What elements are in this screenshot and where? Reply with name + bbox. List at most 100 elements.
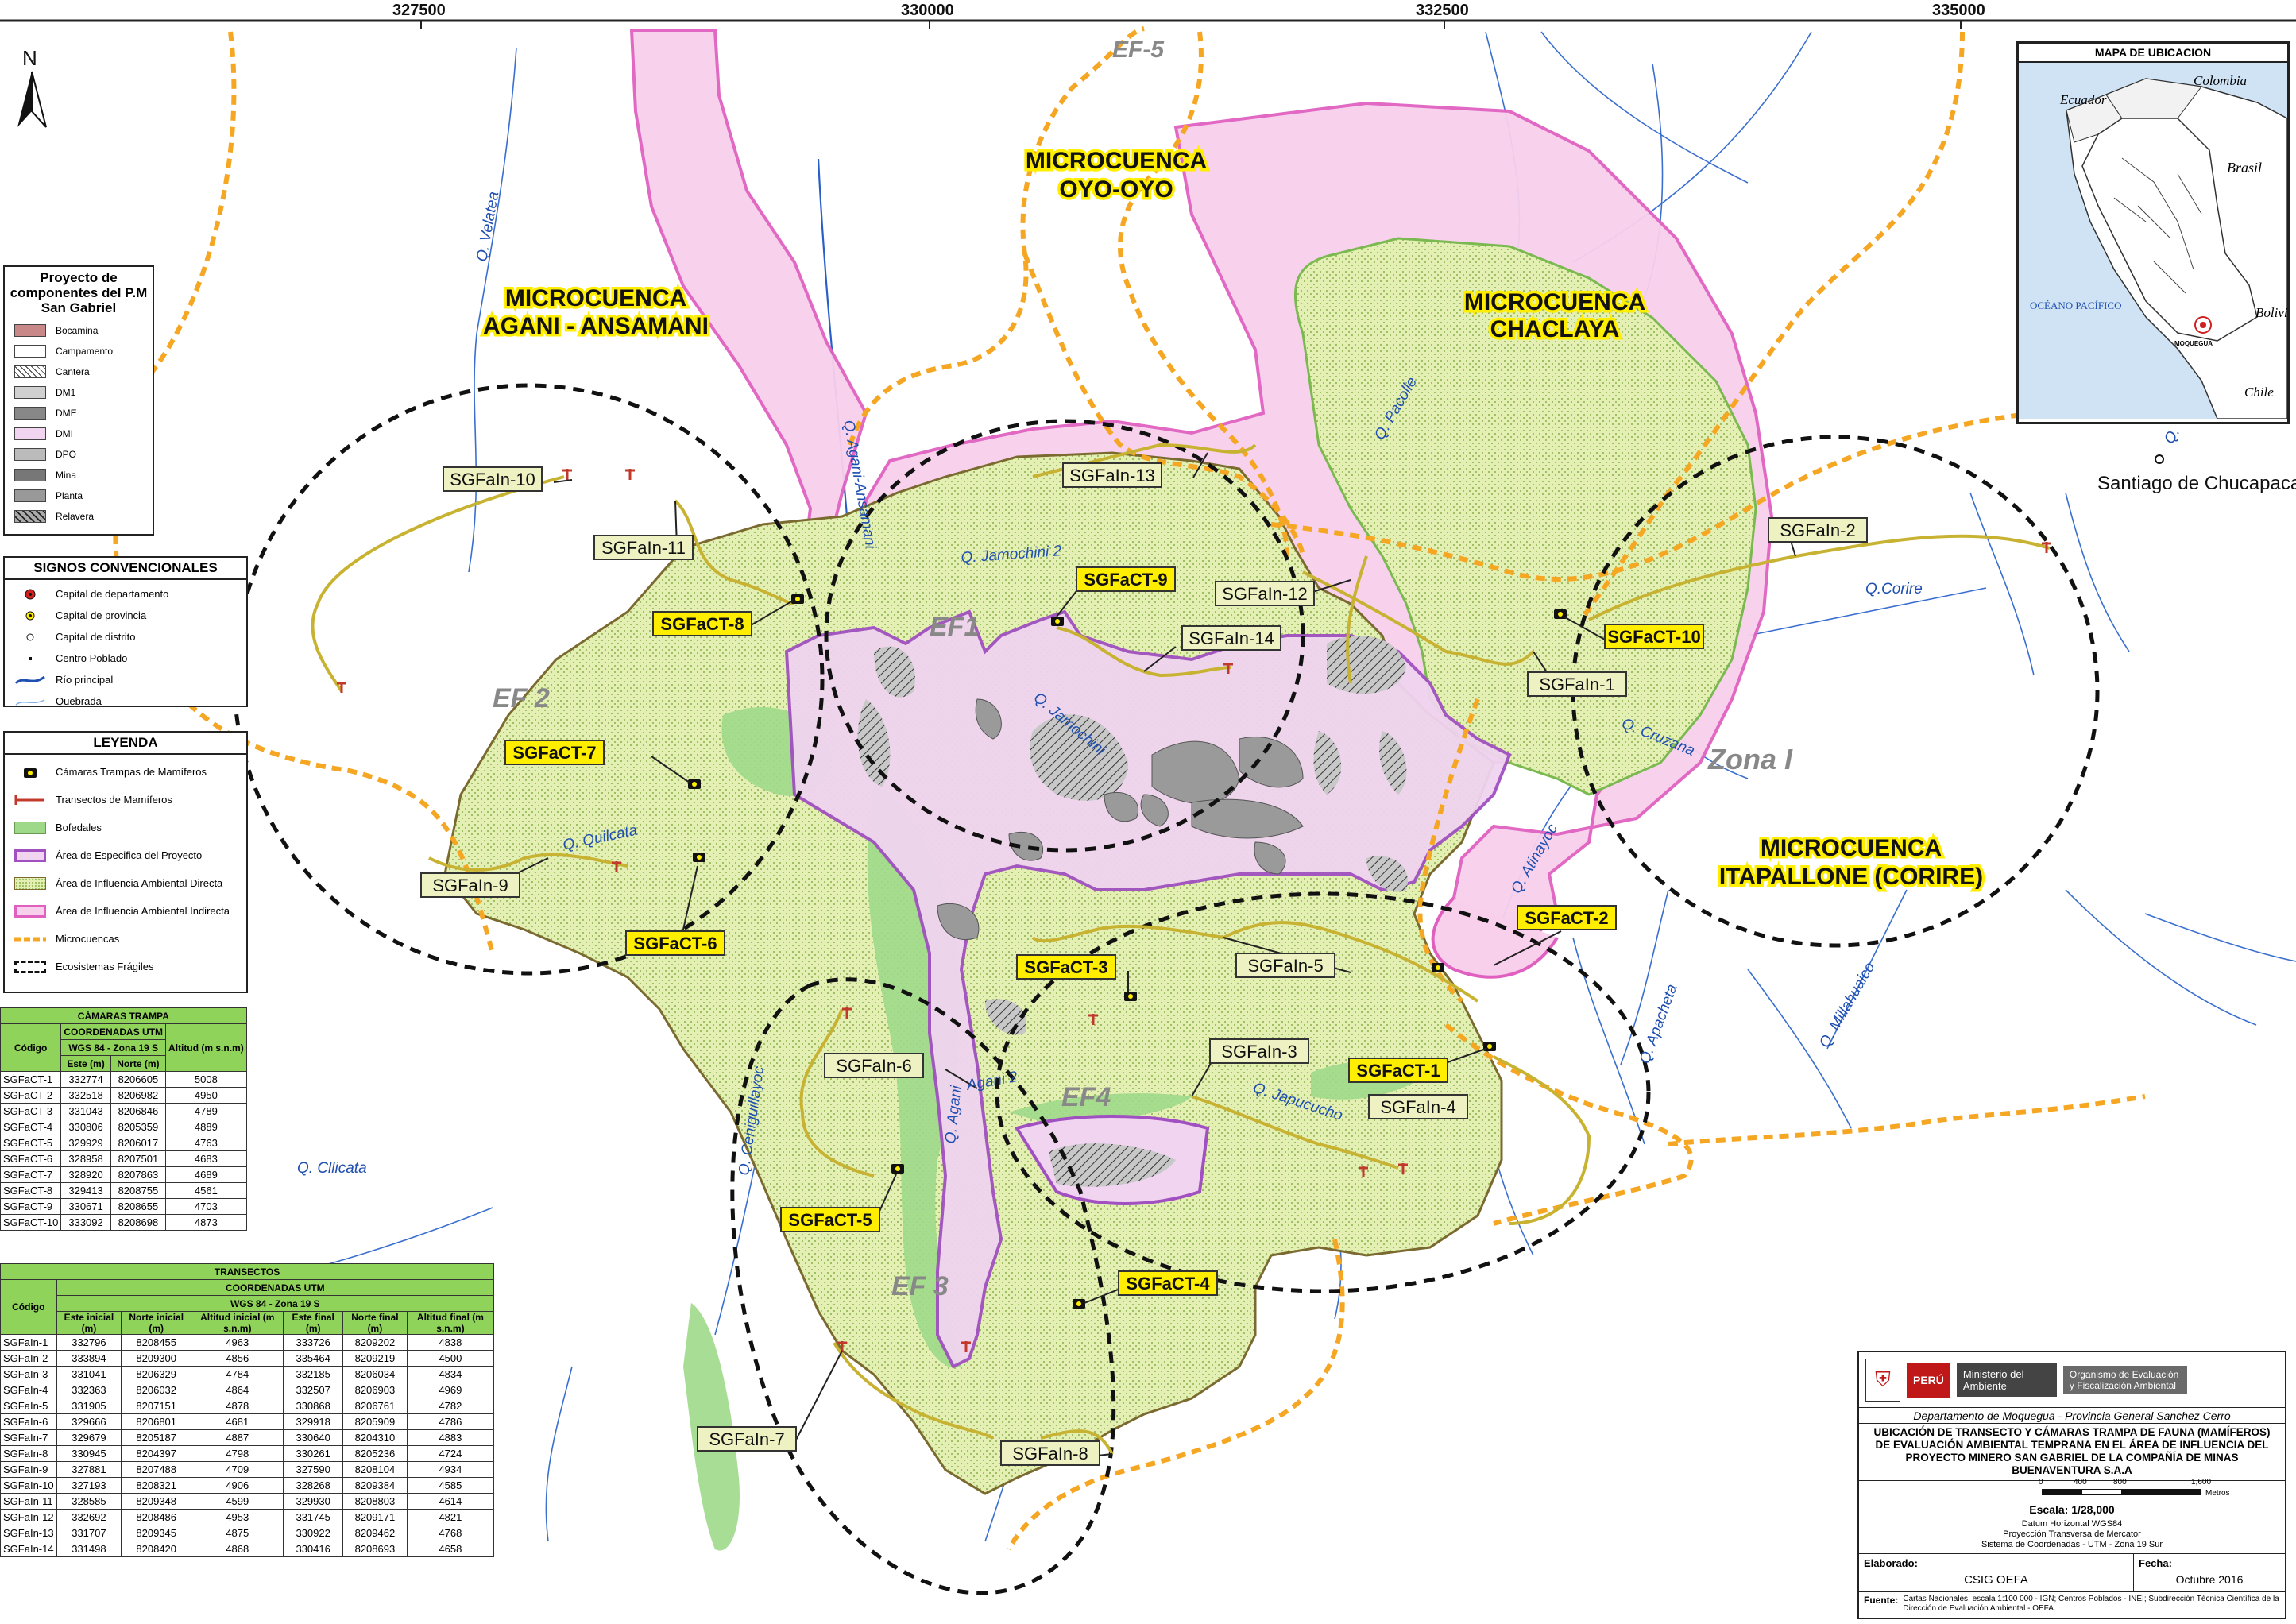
table-cell: 8209348	[121, 1493, 192, 1510]
table-cell: 4963	[191, 1334, 284, 1351]
table-cell: 332692	[56, 1509, 122, 1525]
title-department: Departamento de Moquegua - Provincia Gen…	[1859, 1408, 2285, 1424]
component-legend-row: DMI	[5, 423, 153, 444]
table-cell: 8205359	[110, 1119, 167, 1135]
table-cell: 4784	[191, 1366, 284, 1382]
table-cell: SGFaIn-9	[0, 1461, 57, 1478]
transectos-h-datum: WGS 84 - Zona 19 S	[56, 1295, 495, 1312]
quebrada-icon	[13, 694, 48, 709]
transectos-h-coord: COORDENADAS UTM	[56, 1279, 495, 1296]
component-legend-label: DPO	[56, 449, 77, 460]
table-cell: 4873	[165, 1214, 247, 1231]
scale-unit: Metros	[2205, 1489, 2230, 1498]
camera-icon-ct5	[891, 1164, 904, 1174]
table-cell: 8208321	[121, 1477, 192, 1494]
table-cell: 330922	[283, 1525, 343, 1541]
label-ef2: EF 2	[493, 683, 550, 713]
table-cell: 331498	[56, 1541, 122, 1557]
svg-text:SGFaIn-11: SGFaIn-11	[601, 538, 686, 558]
table-header-cell: Este inicial (m)	[56, 1311, 122, 1335]
quebrada-apacheta	[1620, 889, 1669, 1065]
signo-legend-label: Centro Poblado	[56, 652, 128, 664]
table-cell: 8209345	[121, 1525, 192, 1541]
table-cell: 329930	[283, 1493, 343, 1510]
transect-label-9: SGFaIn-9	[420, 872, 520, 898]
leyenda-legend-row: Área de Especifica del Proyecto	[5, 841, 246, 869]
table-cell: SGFaIn-6	[0, 1413, 57, 1430]
table-cell: 8205909	[342, 1413, 408, 1430]
table-cell: 330416	[283, 1541, 343, 1557]
label-ef4: EF4	[1061, 1082, 1111, 1112]
table-cell: 333894	[56, 1350, 122, 1367]
table-cell: 8208420	[121, 1541, 192, 1557]
table-cell: 330261	[283, 1445, 343, 1462]
camera-label-8: SGFaCT-8	[652, 611, 752, 636]
camaras-iconos	[688, 594, 1567, 1309]
signo-legend-row: Capital de provincia	[5, 605, 246, 626]
transectos-table: TRANSECTOS Código COORDENADAS UTM WGS 84…	[0, 1263, 495, 1557]
fuente-value: Cartas Nacionales, escala 1:100 000 - IG…	[1903, 1595, 2279, 1613]
transect-label-6: SGFaIn-6	[824, 1053, 924, 1078]
table-cell: 8207501	[110, 1150, 167, 1167]
table-cell: 8206605	[110, 1071, 167, 1088]
svg-text:SGFaCT-6: SGFaCT-6	[633, 934, 717, 953]
table-cell: 8209171	[342, 1509, 408, 1525]
component-swatch	[13, 344, 48, 358]
microcuenca-line-icon	[13, 932, 48, 946]
svg-text:SGFaCT-5: SGFaCT-5	[788, 1210, 872, 1230]
table-cell: 329666	[56, 1413, 122, 1430]
location-map-inset: MAPA DE UBICACION Ecuador Colombia Brasi…	[2016, 41, 2294, 424]
escala: Escala: 1/28,000	[2029, 1503, 2115, 1516]
table-cell: 4906	[191, 1477, 284, 1494]
table-cell: 4887	[191, 1429, 284, 1446]
table-cell: 332796	[56, 1334, 122, 1351]
signos-title: SIGNOS CONVENCIONALES	[5, 558, 246, 580]
component-legend-row: DM1	[5, 382, 153, 403]
transect-label-1: SGFaIn-1	[1527, 671, 1627, 697]
component-swatch	[13, 365, 48, 379]
camera-label-1: SGFaCT-1	[1348, 1058, 1448, 1083]
table-cell: 332518	[60, 1087, 111, 1104]
label-micro-oyo-1: MICROCUENCA	[1026, 148, 1207, 174]
camera-label-4: SGFaCT-4	[1118, 1270, 1218, 1296]
table-cell: 4969	[406, 1382, 495, 1398]
component-legend-label: DM1	[56, 387, 76, 398]
table-cell: SGFaCT-10	[0, 1214, 62, 1231]
table-cell: SGFaCT-6	[0, 1150, 62, 1167]
table-cell: 8206329	[121, 1366, 192, 1382]
camera-label-2: SGFaCT-2	[1517, 905, 1617, 930]
table-cell: 4798	[191, 1445, 284, 1462]
signo-legend-label: Capital de distrito	[56, 631, 136, 643]
table-cell: 4889	[165, 1119, 247, 1135]
table-cell: 4868	[191, 1541, 284, 1557]
leyenda-legend-row: Área de Influencia Ambiental Indirecta	[5, 897, 246, 925]
table-cell: 4689	[165, 1166, 247, 1183]
svg-text:SGFaCT-4: SGFaCT-4	[1126, 1274, 1210, 1293]
table-cell: 328920	[60, 1166, 111, 1183]
leyenda-title: LEYENDA	[5, 733, 246, 755]
component-legend-label: Cantera	[56, 366, 90, 377]
leyenda-legend-row: Área de Influencia Ambiental Directa	[5, 869, 246, 897]
table-cell: 332363	[56, 1382, 122, 1398]
table-header-cell: Norte final (m)	[342, 1311, 408, 1335]
leyenda-legend-label: Bofedales	[56, 821, 102, 833]
label-q-velatea: Q. Velatea	[474, 190, 502, 262]
elaborado-label: Elaborado:	[1864, 1557, 1918, 1569]
transect-label-12: SGFaIn-12	[1215, 581, 1315, 606]
transect-label-10: SGFaIn-10	[443, 466, 543, 492]
label-ef3: EF 3	[891, 1271, 949, 1301]
table-cell: 8205236	[342, 1445, 408, 1462]
component-legend-row: Campamento	[5, 341, 153, 362]
camera-labels: SGFaCT-1SGFaCT-2SGFaCT-3SGFaCT-4SGFaCT-5…	[504, 566, 1704, 1296]
camaras-h-coord: COORDENADAS UTM	[60, 1023, 167, 1040]
component-legend-label: Relavera	[56, 511, 95, 522]
title-main: UBICACIÓN DE TRANSECTO Y CÁMARAS TRAMPA …	[1859, 1424, 2285, 1481]
